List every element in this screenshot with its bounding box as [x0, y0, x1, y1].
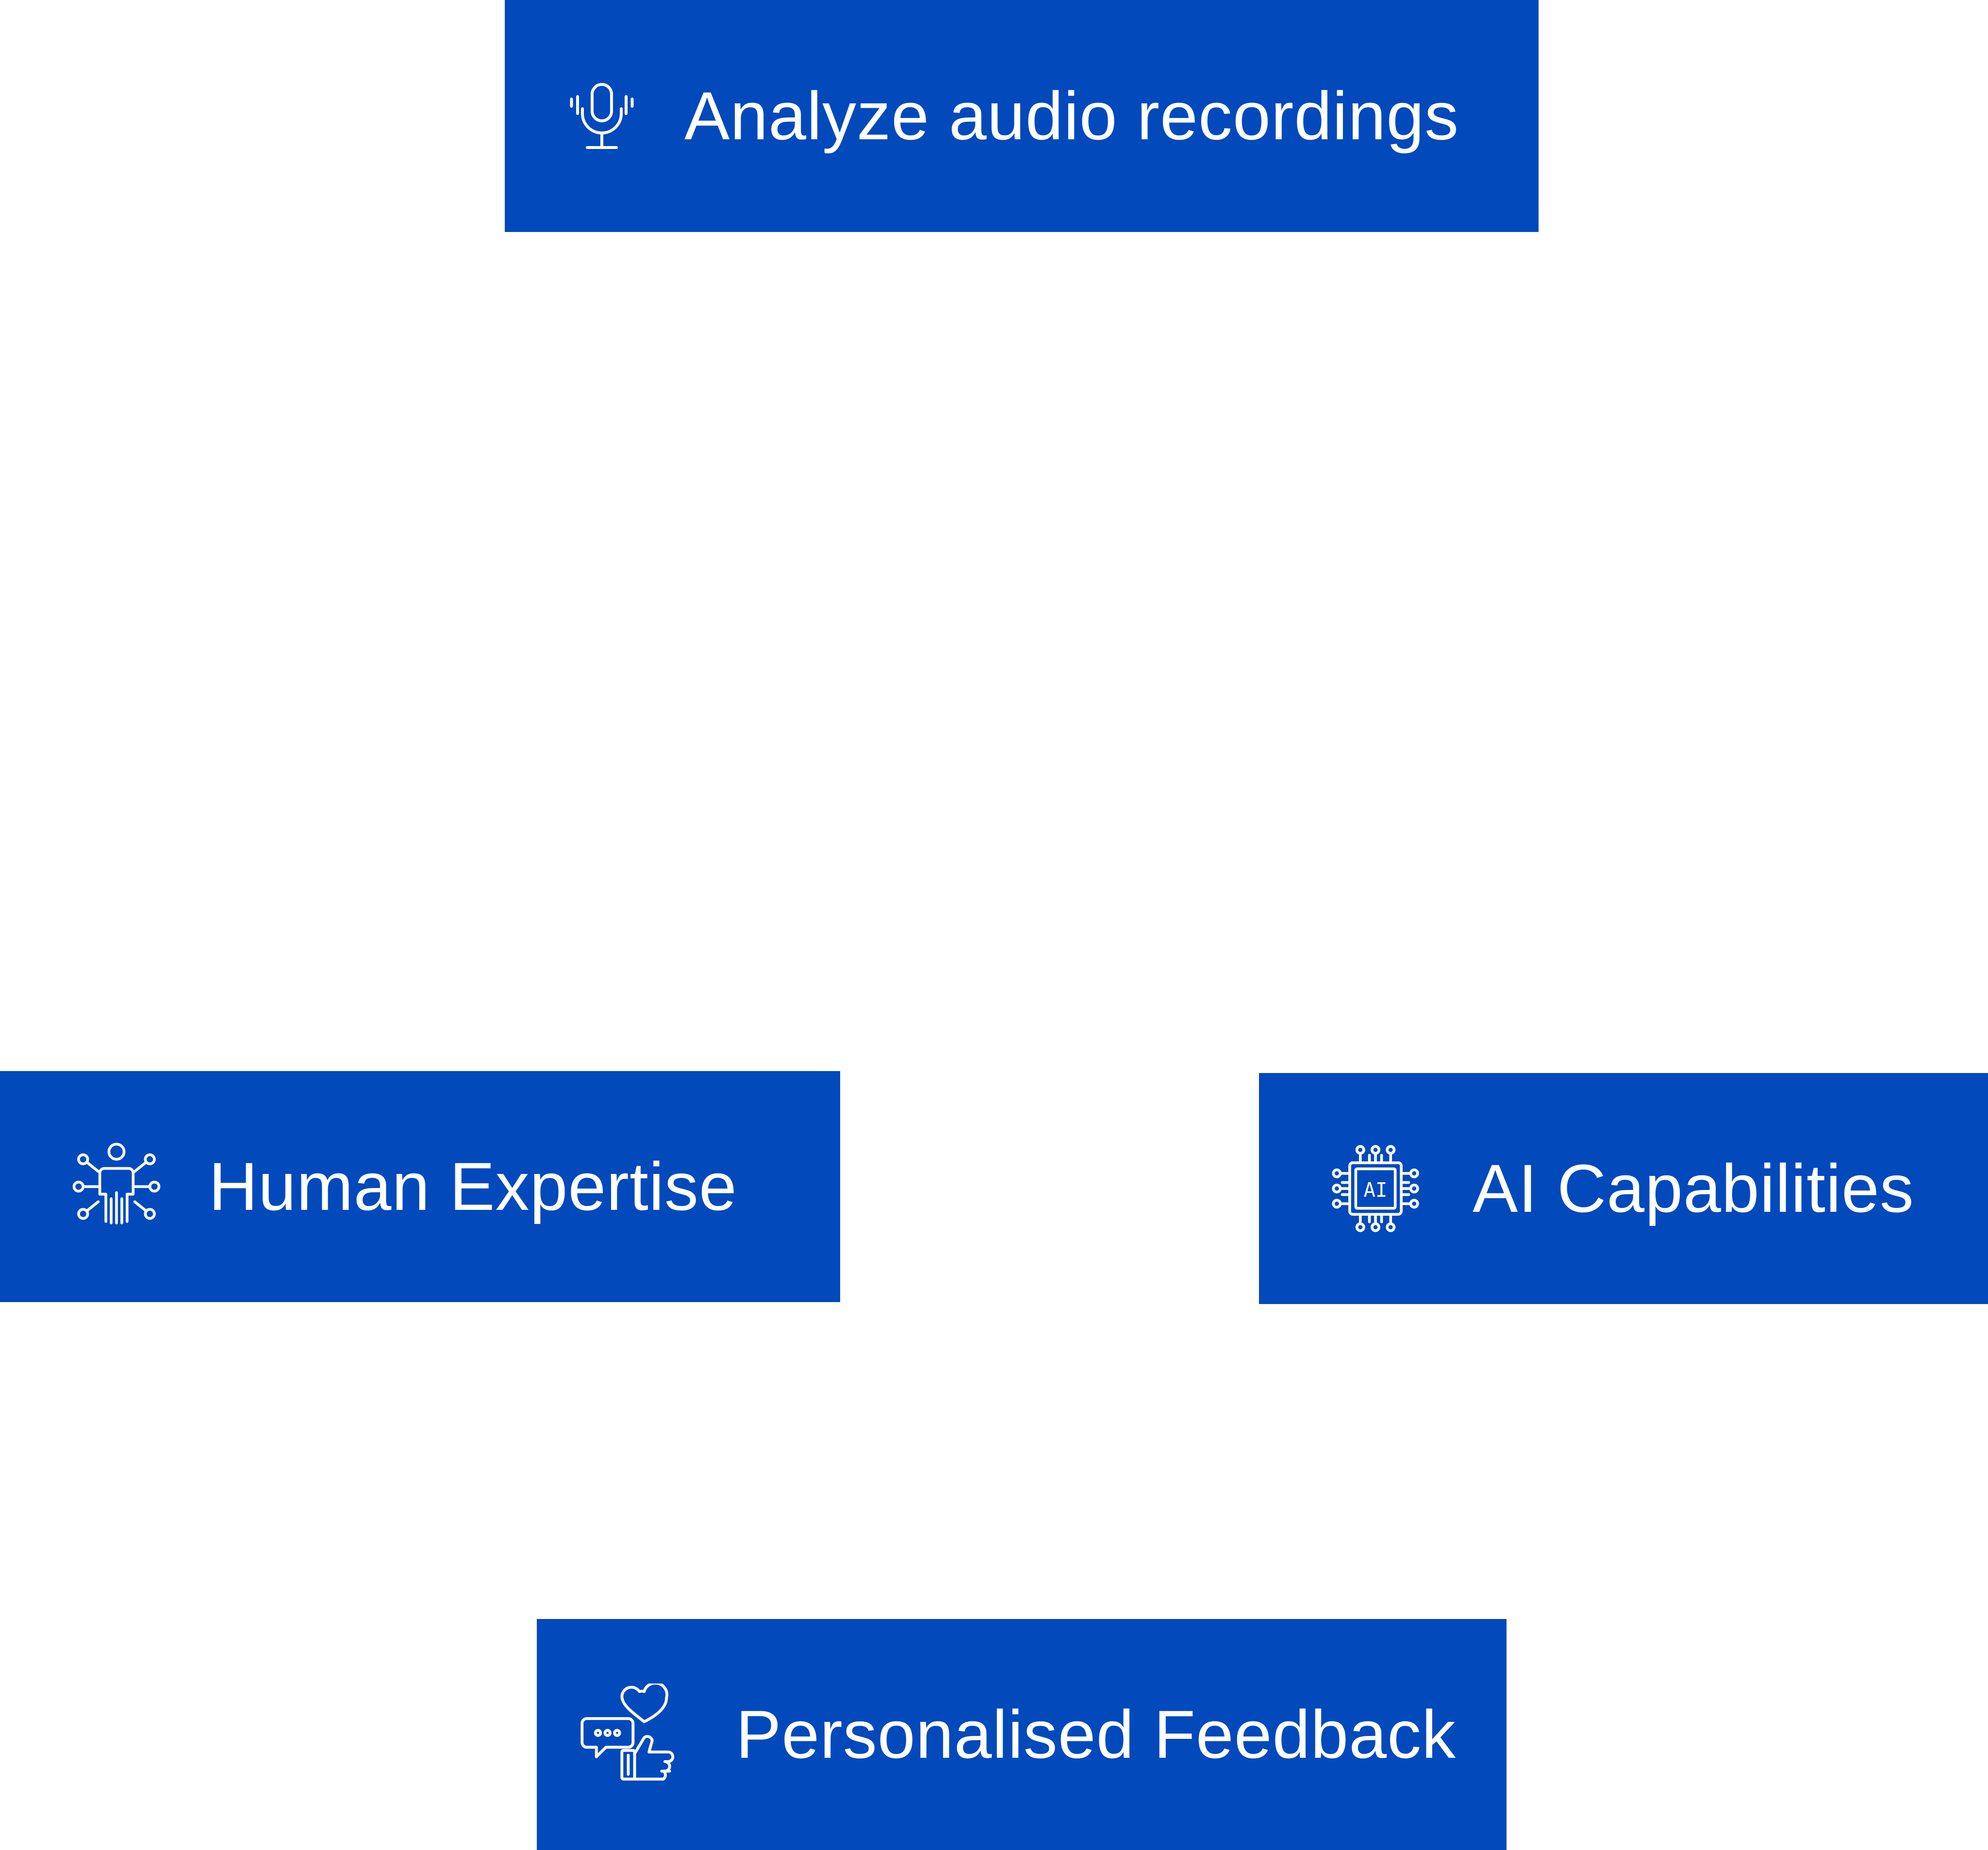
- node-label: AI Capabilities: [1473, 1150, 1914, 1226]
- chat-heart-thumbs-up-icon: [580, 1684, 682, 1785]
- ai-chip-icon: AI: [1327, 1140, 1424, 1237]
- node-personalised-feedback: Personalised Feedback: [537, 1619, 1507, 1850]
- node-label: Personalised Feedback: [736, 1696, 1457, 1772]
- svg-text:AI: AI: [1364, 1178, 1388, 1202]
- node-label: Analyze audio recordings: [684, 78, 1459, 154]
- node-human-expertise: Human Expertise: [0, 1071, 840, 1302]
- node-ai-capabilities: AI AI Capabilities: [1259, 1073, 1988, 1304]
- node-analyze-audio: Analyze audio recordings: [505, 0, 1539, 232]
- node-label: Human Expertise: [209, 1148, 737, 1224]
- person-network-icon: [68, 1138, 165, 1235]
- microphone-icon: [563, 77, 641, 155]
